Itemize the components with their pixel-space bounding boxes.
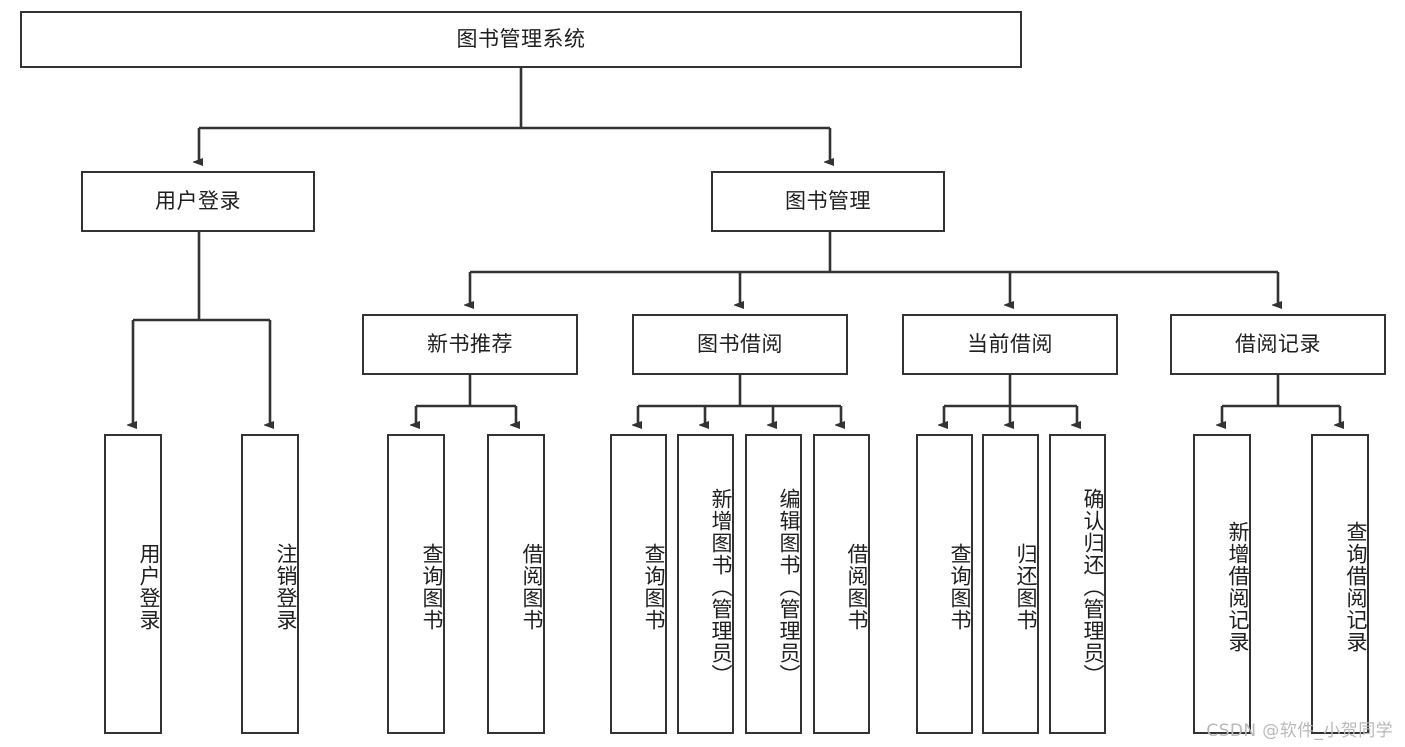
node-leaf-borrow-book-2[interactable]: 借阅图书 — [813, 434, 870, 734]
node-leaf-query-book-1[interactable]: 查询图书 — [387, 434, 445, 734]
node-book-borrow[interactable]: 图书借阅 — [632, 314, 848, 375]
node-new-book-recommend[interactable]: 新书推荐 — [362, 314, 578, 375]
node-leaf-query-book-1-label: 查询图书 — [420, 543, 444, 631]
node-current-borrow[interactable]: 当前借阅 — [902, 314, 1118, 375]
node-user-login[interactable]: 用户登录 — [81, 171, 315, 232]
node-leaf-return-book-label: 归还图书 — [1014, 543, 1038, 631]
node-borrow-record-label: 借阅记录 — [1235, 331, 1321, 356]
node-leaf-query-record-label: 查询借阅记录 — [1344, 521, 1368, 653]
node-leaf-query-record[interactable]: 查询借阅记录 — [1311, 434, 1369, 734]
node-leaf-query-book-3-label: 查询图书 — [948, 543, 972, 631]
node-leaf-logout-login[interactable]: 注销登录 — [241, 434, 299, 734]
node-leaf-edit-book-label: 编辑图书（管理员） — [777, 488, 801, 686]
node-leaf-add-book-label: 新增图书（管理员） — [709, 488, 733, 686]
node-book-borrow-label: 图书借阅 — [697, 331, 783, 356]
node-leaf-add-record[interactable]: 新增借阅记录 — [1193, 434, 1251, 734]
node-leaf-return-book[interactable]: 归还图书 — [982, 434, 1039, 734]
node-book-manage[interactable]: 图书管理 — [711, 171, 945, 232]
node-leaf-confirm-return[interactable]: 确认归还（管理员） — [1049, 434, 1106, 734]
node-book-manage-label: 图书管理 — [785, 188, 871, 213]
node-leaf-edit-book[interactable]: 编辑图书（管理员） — [745, 434, 802, 734]
node-leaf-add-book[interactable]: 新增图书（管理员） — [677, 434, 734, 734]
node-leaf-logout-login-label: 注销登录 — [274, 543, 298, 631]
node-leaf-add-record-label: 新增借阅记录 — [1226, 521, 1250, 653]
node-root[interactable]: 图书管理系统 — [20, 11, 1022, 68]
node-leaf-user-login[interactable]: 用户登录 — [104, 434, 162, 734]
node-leaf-query-book-2-label: 查询图书 — [642, 543, 666, 631]
node-user-login-label: 用户登录 — [155, 188, 241, 213]
node-leaf-query-book-3[interactable]: 查询图书 — [916, 434, 973, 734]
node-new-book-recommend-label: 新书推荐 — [427, 331, 513, 356]
node-current-borrow-label: 当前借阅 — [967, 331, 1053, 356]
node-leaf-borrow-book-2-label: 借阅图书 — [845, 543, 869, 631]
node-leaf-user-login-label: 用户登录 — [137, 543, 161, 631]
node-leaf-borrow-book-1-label: 借阅图书 — [520, 543, 544, 631]
node-root-label: 图书管理系统 — [456, 26, 586, 51]
node-leaf-borrow-book-1[interactable]: 借阅图书 — [487, 434, 545, 734]
node-borrow-record[interactable]: 借阅记录 — [1170, 314, 1386, 375]
watermark-text: CSDN @软件_小贺同学 — [1206, 721, 1393, 741]
node-leaf-confirm-return-label: 确认归还（管理员） — [1081, 488, 1105, 686]
node-leaf-query-book-2[interactable]: 查询图书 — [610, 434, 667, 734]
